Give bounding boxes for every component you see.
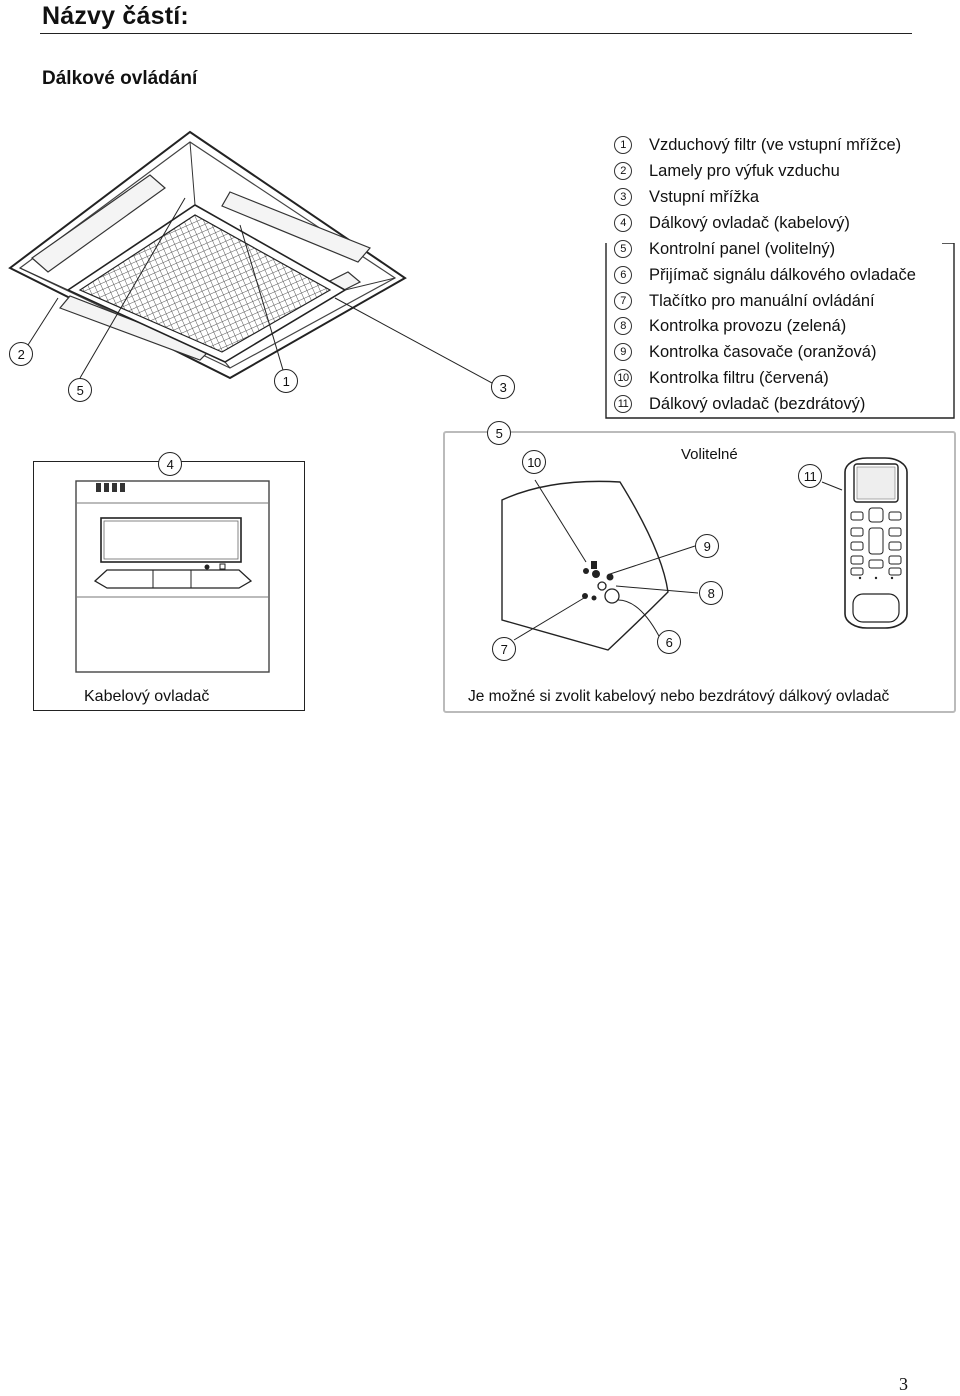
legend-item: 8 Kontrolka provozu (zelená) [614,314,846,338]
callout-8: 8 [699,581,723,605]
legend-number: 9 [614,343,632,361]
callout-6: 6 [657,630,681,654]
legend-item: 11 Dálkový ovladač (bezdrátový) [614,392,865,416]
legend-item: 4 Dálkový ovladač (kabelový) [614,211,850,235]
legend-label: Vstupní mřížka [649,187,760,206]
callout-7: 7 [492,637,516,661]
callout-5: 5 [487,421,511,445]
legend-label: Kontrolní panel (volitelný) [649,239,836,258]
legend-label: Kontrolka filtru (červená) [649,368,829,387]
legend-number: 6 [614,266,632,284]
legend-item: 5 Kontrolní panel (volitelný) [614,237,835,261]
legend-number: 7 [614,292,632,310]
wired-controller-illustration [75,480,270,673]
callout-2: 2 [9,342,33,366]
page-title: Názvy částí: [42,2,189,30]
legend-item: 10 Kontrolka filtru (červená) [614,366,829,390]
optional-label: Volitelné [681,446,738,463]
legend-item: 9 Kontrolka časovače (oranžová) [614,340,876,364]
legend-item: 7 Tlačítko pro manuální ovládání [614,289,875,313]
legend-label: Dálkový ovladač (bezdrátový) [649,394,866,413]
legend-item: 6 Přijímač signálu dálkového ovladače [614,263,916,287]
legend-label: Tlačítko pro manuální ovládání [649,291,875,310]
legend-item: 2 Lamely pro výfuk vzduchu [614,159,840,183]
control-panel-illustration [501,479,699,651]
legend-label: Vzduchový filtr (ve vstupní mřížce) [649,135,902,154]
legend-bracket [605,243,955,419]
cassette-unit-illustration [8,130,493,384]
callout-3: 3 [491,375,515,399]
legend-item: 3 Vstupní mřížka [614,185,759,209]
legend-item: 1 Vzduchový filtr (ve vstupní mřížce) [614,133,901,157]
callout-4: 4 [158,452,182,476]
legend-label: Přijímač signálu dálkového ovladače [649,265,916,284]
page-number: 3 [899,1374,908,1394]
wireless-remote-illustration [844,457,908,629]
remote-leader-line [821,481,843,491]
callout-9: 9 [695,534,719,558]
legend-label: Kontrolka časovače (oranžová) [649,342,877,361]
legend-number: 11 [614,395,632,413]
legend-number: 10 [614,369,632,387]
legend-label: Lamely pro výfuk vzduchu [649,161,840,180]
wired-controller-caption: Kabelový ovladač [84,688,210,705]
legend-number: 8 [614,317,632,335]
legend-number: 4 [614,214,632,232]
legend-label: Kontrolka provozu (zelená) [649,316,847,335]
controller-choice-caption: Je možné si zvolit kabelový nebo bezdrát… [468,688,890,705]
section-title: Dálkové ovládání [42,68,198,89]
title-divider [40,33,912,34]
legend-number: 2 [614,162,632,180]
callout-10: 10 [522,450,546,474]
legend-label: Dálkový ovladač (kabelový) [649,213,850,232]
optional-panel-frame [443,431,956,713]
legend-number: 1 [614,136,632,154]
legend-number: 3 [614,188,632,206]
callout-11: 11 [798,464,822,488]
legend-number: 5 [614,240,632,258]
callout-5: 5 [68,378,92,402]
callout-1: 1 [274,369,298,393]
